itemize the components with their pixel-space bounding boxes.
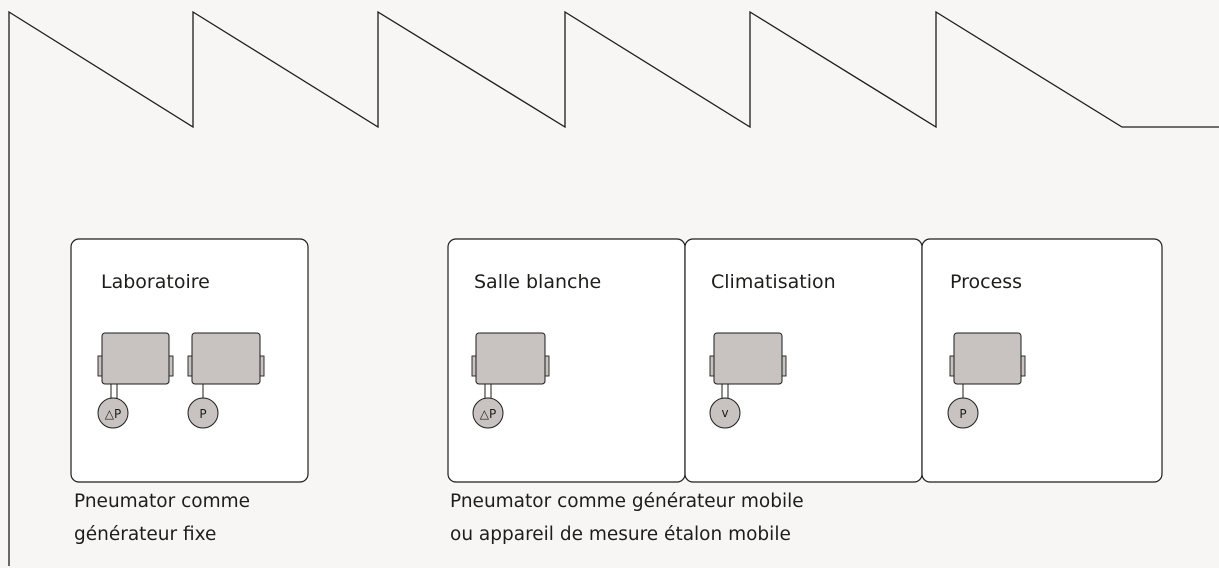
pneumator-device [97,332,174,385]
gauge-label-lab-dp: △P [105,407,121,421]
caption-mobile-line1: Pneumator comme générateur mobile [450,491,804,512]
zone-title-salle-blanche: Salle blanche [474,271,601,293]
differential-pressure-gauge: △P [97,397,129,429]
velocity-gauge: v [709,397,741,429]
pneumator-device [949,332,1026,385]
pneumator-device [187,332,265,385]
pressure-gauge: P [187,397,219,429]
zone-title-process: Process [950,271,1022,293]
caption-fixed-line2: générateur fixe [74,524,216,545]
pneumator-device [709,332,787,385]
zone-process [921,238,1163,483]
zone-title-climatisation: Climatisation [711,271,836,293]
gauge-label-process-p: P [959,407,966,421]
caption-fixed-line1: Pneumator comme [74,491,250,512]
differential-pressure-gauge: △P [472,397,504,429]
factory-roof-outline [8,10,1219,566]
pressure-gauge: P [947,397,979,429]
gauge-label-cleanroom-dp: △P [480,407,496,421]
caption-mobile-line2: ou appareil de mesure étalon mobile [450,524,791,545]
gauge-label-lab-p: P [199,407,206,421]
gauge-label-climatisation-v: v [721,406,728,420]
pneumator-device [471,332,550,385]
zone-title-laboratoire: Laboratoire [101,271,210,293]
